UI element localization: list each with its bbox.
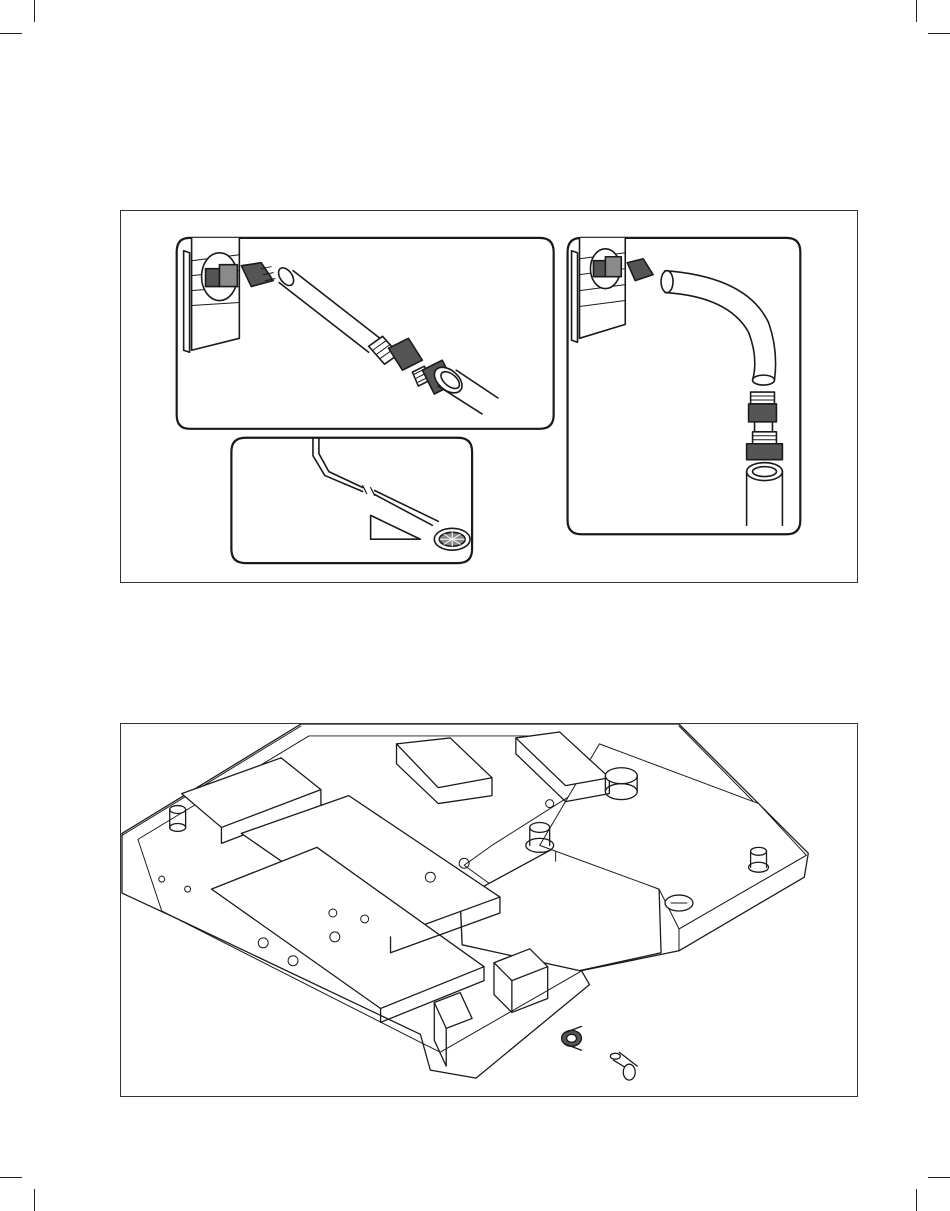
panel-pipe-detail <box>177 238 554 429</box>
figure-drain-connection <box>120 210 858 583</box>
crop-mark-bottom-left-v <box>34 1189 35 1211</box>
crop-mark-bottom-right-h <box>928 1177 950 1178</box>
pipe-connection-illustration <box>121 211 857 582</box>
panel-drain-outlet <box>231 438 472 563</box>
crop-mark-bottom-right-v <box>916 1189 917 1211</box>
crop-mark-top-left-v <box>34 0 35 22</box>
crop-mark-top-right-h <box>928 33 950 34</box>
figure-base-tray <box>120 723 858 1097</box>
base-tray-exploded-illustration <box>121 724 857 1096</box>
crop-mark-top-right-v <box>916 0 917 22</box>
loose-fittings <box>562 1026 638 1080</box>
panel-flexible-hose <box>568 238 801 534</box>
crop-mark-top-left-h <box>0 33 22 34</box>
crop-mark-bottom-left-h <box>0 1177 22 1178</box>
